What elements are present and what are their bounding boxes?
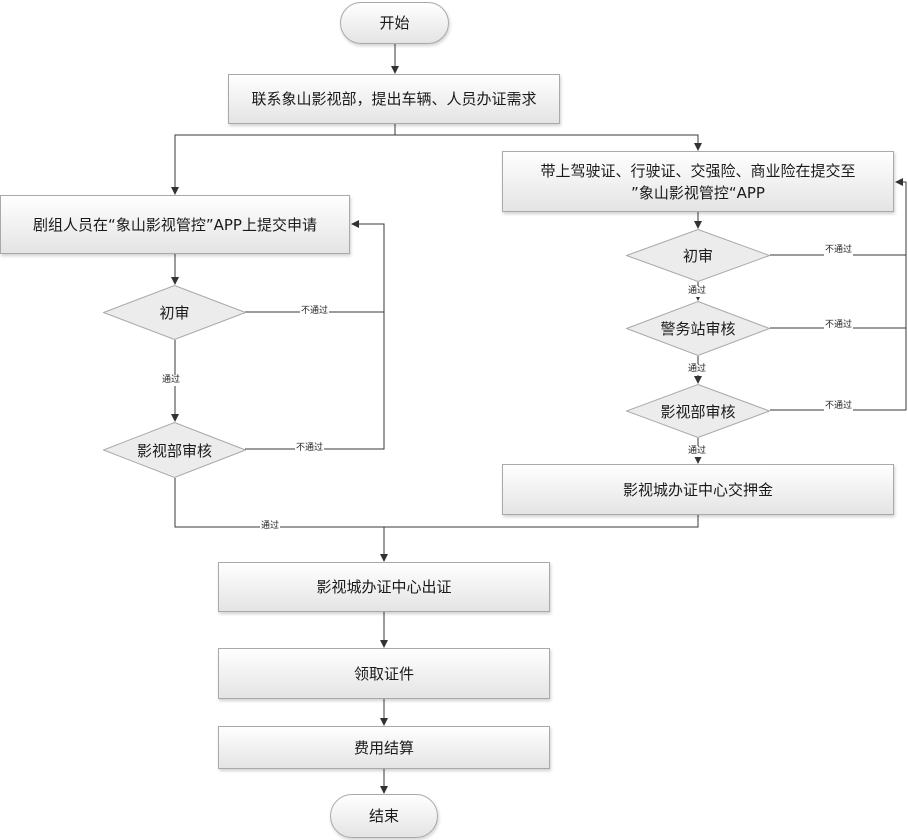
crew-initial-pass-label: 通过: [161, 375, 182, 386]
vehicle-initial-decision: 初审: [626, 229, 770, 282]
edge-crew-dept-fail: [245, 220, 385, 450]
vehicle-initial-fail-label: 不通过: [824, 245, 854, 256]
crew-dept-label: 影视部审核: [136, 441, 212, 460]
edge-deposit-merge: [384, 515, 699, 528]
collect-label: 领取证件: [353, 664, 414, 683]
vehicle-dept-label: 影视部审核: [660, 402, 736, 421]
edge-split-vehicle: [395, 134, 702, 151]
vehicle-initial-pass-label: 通过: [687, 286, 708, 297]
vehicle-submit-line1: 带上驾驶证、行驶证、交强险、商业险在提交至: [540, 161, 856, 180]
contact-step: 联系象山影视部，提出车辆、人员办证需求: [228, 74, 560, 124]
start-node: 开始: [340, 2, 449, 44]
crew-submit-step: 剧组人员在“象山影视管控”APP上提交申请: [0, 195, 350, 254]
police-pass-label: 通过: [687, 364, 708, 375]
vehicle-dept-fail-label: 不通过: [824, 401, 854, 412]
crew-initial-label: 初审: [159, 304, 190, 322]
end-label: 结束: [368, 807, 399, 825]
edge-vehicle-dept-fail: [770, 178, 907, 411]
contact-label: 联系象山影视部，提出车辆、人员办证需求: [251, 90, 537, 108]
issue-step: 影视城办证中心出证: [218, 562, 550, 612]
deposit-step: 影视城办证中心交押金: [502, 464, 894, 515]
police-decision: 警务站审核: [626, 301, 770, 356]
issue-label: 影视城办证中心出证: [316, 578, 452, 596]
vehicle-initial-label: 初审: [682, 247, 713, 265]
settle-step: 费用结算: [218, 726, 550, 769]
crew-initial-fail-label: 不通过: [300, 306, 330, 317]
settle-label: 费用结算: [353, 738, 414, 757]
deposit-label: 影视城办证中心交押金: [622, 480, 773, 499]
start-label: 开始: [379, 14, 410, 32]
crew-initial-decision: 初审: [103, 285, 246, 340]
collect-step: 领取证件: [218, 648, 550, 699]
vehicle-dept-pass-label: 通过: [687, 446, 708, 457]
end-node: 结束: [330, 794, 438, 838]
crew-dept-decision: 影视部审核: [103, 422, 246, 478]
edge-crew-pass: [174, 478, 384, 528]
police-fail-label: 不通过: [824, 320, 854, 331]
crew-dept-pass-label: 通过: [260, 521, 281, 532]
vehicle-dept-decision: 影视部审核: [626, 384, 770, 438]
crew-submit-label: 剧组人员在“象山影视管控”APP上提交申请: [33, 215, 317, 234]
vehicle-submit-line2: ”象山影视管控“APP: [631, 183, 765, 202]
police-label: 警务站审核: [660, 320, 736, 338]
vehicle-submit-step: 带上驾驶证、行驶证、交强险、商业险在提交至 ”象山影视管控“APP: [502, 151, 894, 212]
edge-split-crew: [171, 134, 395, 195]
crew-dept-fail-label: 不通过: [295, 443, 325, 454]
